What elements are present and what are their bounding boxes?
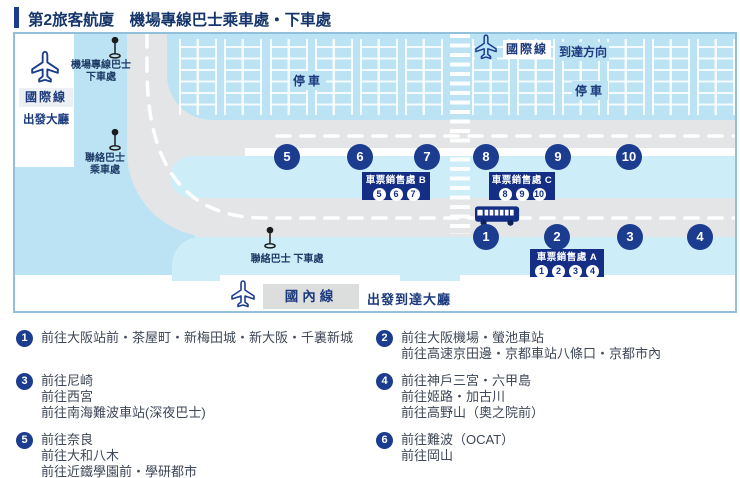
legend-item-4: 4 前往神戶三宮・六甲島前往姬路・加古川前往高野山（奧之院前）: [376, 373, 732, 421]
destination-line: 前往大和八木: [41, 448, 120, 463]
legend-destinations: 前往尼崎前往西宮前往南海難波車站(深夜巴士): [41, 373, 206, 421]
limousine-dropoff-line1: 機場專線巴士: [71, 60, 131, 71]
ticket-office-stop-1: 1: [535, 264, 548, 278]
ticket-office-c-label: 車票銷售處 C: [491, 174, 553, 186]
bus-stop-pole-icon: [109, 128, 121, 151]
entrance-tab: [400, 275, 460, 281]
parking-stalls: [405, 39, 443, 115]
arrival-direction-label: 到達方向: [557, 42, 610, 61]
domestic-terminal-building: [15, 275, 735, 311]
shuttle-boarding-label: 聯絡巴士 乘車處: [60, 153, 150, 177]
bus-stop-6: 6: [347, 144, 373, 170]
legend-destinations: 前往大阪機場・螢池車站前往高速京田邊・京都車站八條口・京都市內: [401, 330, 661, 362]
bus-stop-9: 9: [545, 144, 571, 170]
legend-destinations: 前往大阪站前・茶屋町・新梅田城・新大阪・千裏新城: [41, 330, 353, 346]
ticket-office-stop-10: 10: [532, 187, 546, 201]
destination-line: 前往神戶三宮・六甲島: [401, 373, 532, 388]
parking-label: 停車: [572, 81, 609, 100]
intl-departure-hall-label: 出發大廳: [23, 114, 69, 126]
airplane-icon: [31, 50, 59, 83]
domestic-hall-label: 出發到達大廳: [367, 292, 452, 307]
legend-item-3: 3 前往尼崎前往西宮前往南海難波車站(深夜巴士): [16, 373, 368, 421]
intl-left-label: 國際線: [19, 88, 73, 107]
parking-stalls: [697, 39, 735, 115]
destination-line: 前往大阪站前・茶屋町・新梅田城・新大阪・千裏新城: [41, 330, 354, 345]
destination-legend: 1 前往大阪站前・茶屋町・新梅田城・新大阪・千裏新城 3 前往尼崎前往西宮前往南海難波…: [16, 330, 732, 478]
ticket-office-stop-6: 6: [389, 187, 403, 201]
destination-line: 前往奈良: [41, 432, 94, 447]
legend-number-badge: 5: [16, 432, 33, 449]
legend-destinations: 前往神戶三宮・六甲島前往姬路・加古川前往高野山（奧之院前）: [401, 373, 544, 421]
bus-stop-4: 4: [687, 224, 713, 250]
ticket-office-b-label: 車票銷售處 B: [365, 174, 427, 186]
destination-line: 前往高速京田邊・京都車站八條口・京都市內: [401, 346, 662, 361]
page-title: 第2旅客航廈 機場專線巴士乘車處・下車處: [28, 12, 332, 29]
parking-stalls: [224, 39, 262, 115]
destination-line: 前往姬路・加古川: [401, 389, 506, 404]
bus-stop-1: 1: [473, 224, 499, 250]
ticket-office-stop-5: 5: [372, 187, 386, 201]
bus-stop-5: 5: [274, 144, 300, 170]
parking-stalls: [607, 39, 645, 115]
bus-stop-3: 3: [617, 224, 643, 250]
ticket-office-stop-4: 4: [586, 264, 599, 278]
ticket-office-stop-3: 3: [569, 264, 582, 278]
destination-line: 前往難波（OCAT）: [401, 432, 515, 447]
legend-destinations: 前往難波（OCAT）前往岡山: [401, 432, 514, 464]
legend-item-2: 2 前往大阪機場・螢池車站前往高速京田邊・京都車站八條口・京都市內: [376, 330, 732, 362]
destination-line: 前往尼崎: [41, 373, 94, 388]
shuttle-dropoff-label: 聯絡巴士 下車處: [250, 254, 324, 265]
limousine-dropoff-label: 機場專線巴士 下車處: [56, 60, 146, 84]
parking-label: 停車: [290, 71, 327, 90]
destination-line: 前往南海難波車站(深夜巴士): [41, 405, 206, 420]
entrance-tab: [172, 275, 220, 281]
domestic-label: 國內線: [263, 284, 359, 309]
bus-stop-10: 10: [616, 144, 642, 170]
legend-number-badge: 3: [16, 373, 33, 390]
ticket-office-stop-2: 2: [552, 264, 565, 278]
title-accent-bar: [14, 7, 19, 28]
legend-destinations: 前往奈良前往大和八木前往近鐵學園前・學研都市: [41, 432, 197, 478]
legend-number-badge: 1: [16, 330, 33, 347]
bus-stop-7: 7: [414, 144, 440, 170]
bus-stop-pole-icon: [264, 226, 276, 249]
legend-item-5: 5 前往奈良前往大和八木前往近鐵學園前・學研都市: [16, 432, 368, 478]
airplane-icon: [475, 34, 497, 60]
parking-stalls: [179, 39, 217, 115]
ticket-office-stop-8: 8: [498, 187, 512, 201]
intl-right-label: 國際線: [503, 40, 551, 59]
parking-stalls: [360, 39, 398, 115]
ticket-office-stop-7: 7: [406, 187, 420, 201]
shuttle-boarding-line2: 乘車處: [90, 165, 120, 176]
legend-number-badge: 6: [376, 432, 393, 449]
legend-number-badge: 2: [376, 330, 393, 347]
parking-stalls: [652, 39, 690, 115]
airplane-icon: [231, 280, 255, 308]
legend-item-1: 1 前往大阪站前・茶屋町・新梅田城・新大阪・千裏新城: [16, 330, 368, 362]
shuttle-boarding-line1: 聯絡巴士: [85, 153, 125, 164]
limousine-dropoff-line2: 下車處: [86, 72, 116, 83]
ticket-office-a-label: 車票銷售處 A: [536, 251, 598, 263]
legend-number-badge: 4: [376, 373, 393, 390]
destination-line: 前往高野山（奧之院前）: [401, 405, 545, 420]
bus-stop-8: 8: [473, 144, 499, 170]
bus-stop-2: 2: [544, 224, 570, 250]
ticket-office-stop-9: 9: [515, 187, 529, 201]
destination-line: 前往大阪機場・螢池車站: [401, 330, 545, 345]
pedestrian-crosswalk: [450, 34, 470, 234]
bus-stop-pole-icon: [109, 36, 121, 59]
destination-line: 前往近鐵學園前・學研都市: [41, 464, 198, 478]
destination-line: 前往岡山: [401, 448, 454, 463]
destination-line: 前往西宮: [41, 389, 94, 404]
legend-item-6: 6 前往難波（OCAT）前往岡山: [376, 432, 732, 478]
